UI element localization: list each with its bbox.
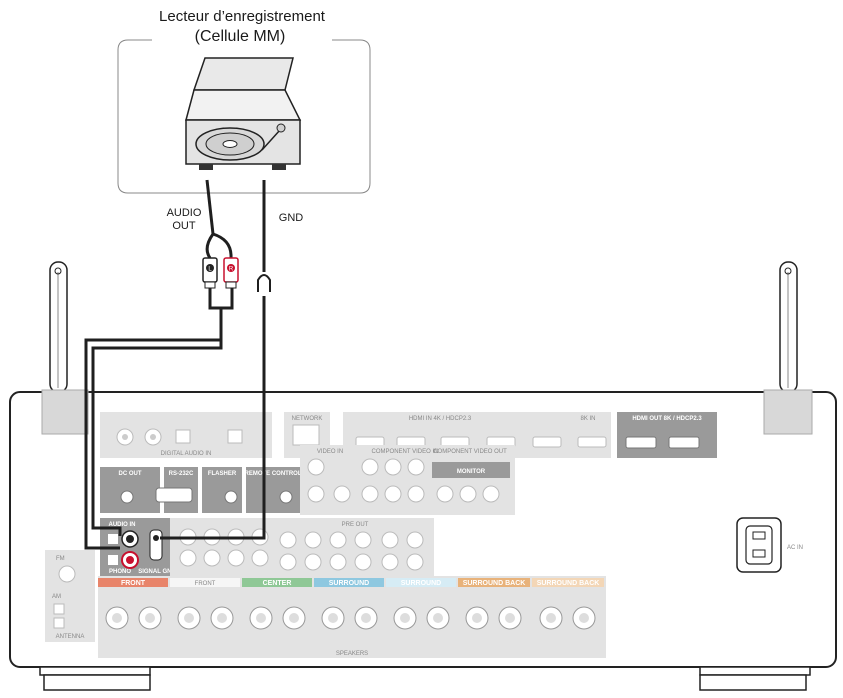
network-label: NETWORK [292,416,323,422]
signal-gnd-label: SIGNAL GND [138,569,176,575]
component-video-out-label: COMPONENT VIDEO OUT [433,449,507,455]
ac-in-label: AC IN [787,545,803,551]
left-antenna-base [41,389,89,435]
dc-out-label: DC OUT [119,471,142,477]
speakers-label: SPEAKERS [336,651,368,657]
ground-spade-icon [257,274,271,292]
audio-out-label-line2: OUT [172,220,196,232]
plug-right-text: R [229,267,234,273]
digital-audio-in-section: DIGITAL AUDIO IN [100,412,272,458]
gnd-label: GND [278,212,304,224]
right-antenna-base [763,389,813,435]
turntable-icon [185,57,302,170]
speaker-surround-back-label: SURROUND BACK [463,580,526,587]
audio-in-label: AUDIO IN [109,522,136,528]
component-video-in-label: COMPONENT VIDEO IN [372,449,439,455]
video-in-label: VIDEO IN [317,449,343,455]
pre-out-label: PRE OUT [342,522,369,528]
fm-am-antenna-section: FM AM ANTENNA [45,550,95,642]
hdmi-8k-in-label: 8K IN [580,416,595,422]
fm-label: FM [56,556,65,562]
hdmi-out-label: HDMI OUT 8K / HDCP2.3 [632,416,702,422]
speaker-front-b-label: FRONT [195,581,216,587]
speaker-surround-b-label: SURROUND [401,580,441,587]
audio-out-label-line1: AUDIO [166,207,202,219]
right-antenna-icon [779,261,798,393]
foot-right [699,666,811,691]
flasher-label: FLASHER [208,471,237,477]
audio-in-section: AUDIO IN PHONO SIGNAL GND PRE OUT [100,518,434,576]
speaker-surround-label: SURROUND [329,580,369,587]
digital-audio-in-label: DIGITAL AUDIO IN [161,451,212,457]
device-callout-box [117,39,371,194]
foot-left [39,666,151,691]
speaker-terminals-section: FRONT FRONT CENTER SURROUND SURROUND SUR… [98,576,606,658]
hdmi-in-label: HDMI IN 4K / HDCP2.3 [409,416,472,422]
device-subtitle: (Cellule MM) [194,28,286,45]
left-antenna-icon [49,261,68,393]
plug-left-text: L [208,267,212,273]
speaker-center-label: CENTER [263,580,292,587]
remote-control-label: REMOTE CONTROL [245,471,302,477]
phono-label: PHONO [109,569,131,575]
ground-wire [160,180,266,540]
antenna-label: ANTENNA [56,634,85,640]
rca-plug-left-marker [206,264,214,272]
control-section: DC OUT RS-232C FLASHER REMOTE CONTROL [100,467,302,513]
am-label: AM [52,594,61,600]
rca-plug-right-marker [227,264,235,272]
monitor-label: MONITOR [457,469,486,475]
rs232c-label: RS-232C [169,471,194,477]
device-title: Lecteur d’enregistrement [159,8,325,25]
video-section: VIDEO IN COMPONENT VIDEO IN COMPONENT VI… [300,445,515,515]
speaker-front-label: FRONT [121,580,146,587]
speaker-surround-back-b-label: SURROUND BACK [537,580,600,587]
ac-inlet [736,517,782,573]
audio-cable [84,179,234,550]
